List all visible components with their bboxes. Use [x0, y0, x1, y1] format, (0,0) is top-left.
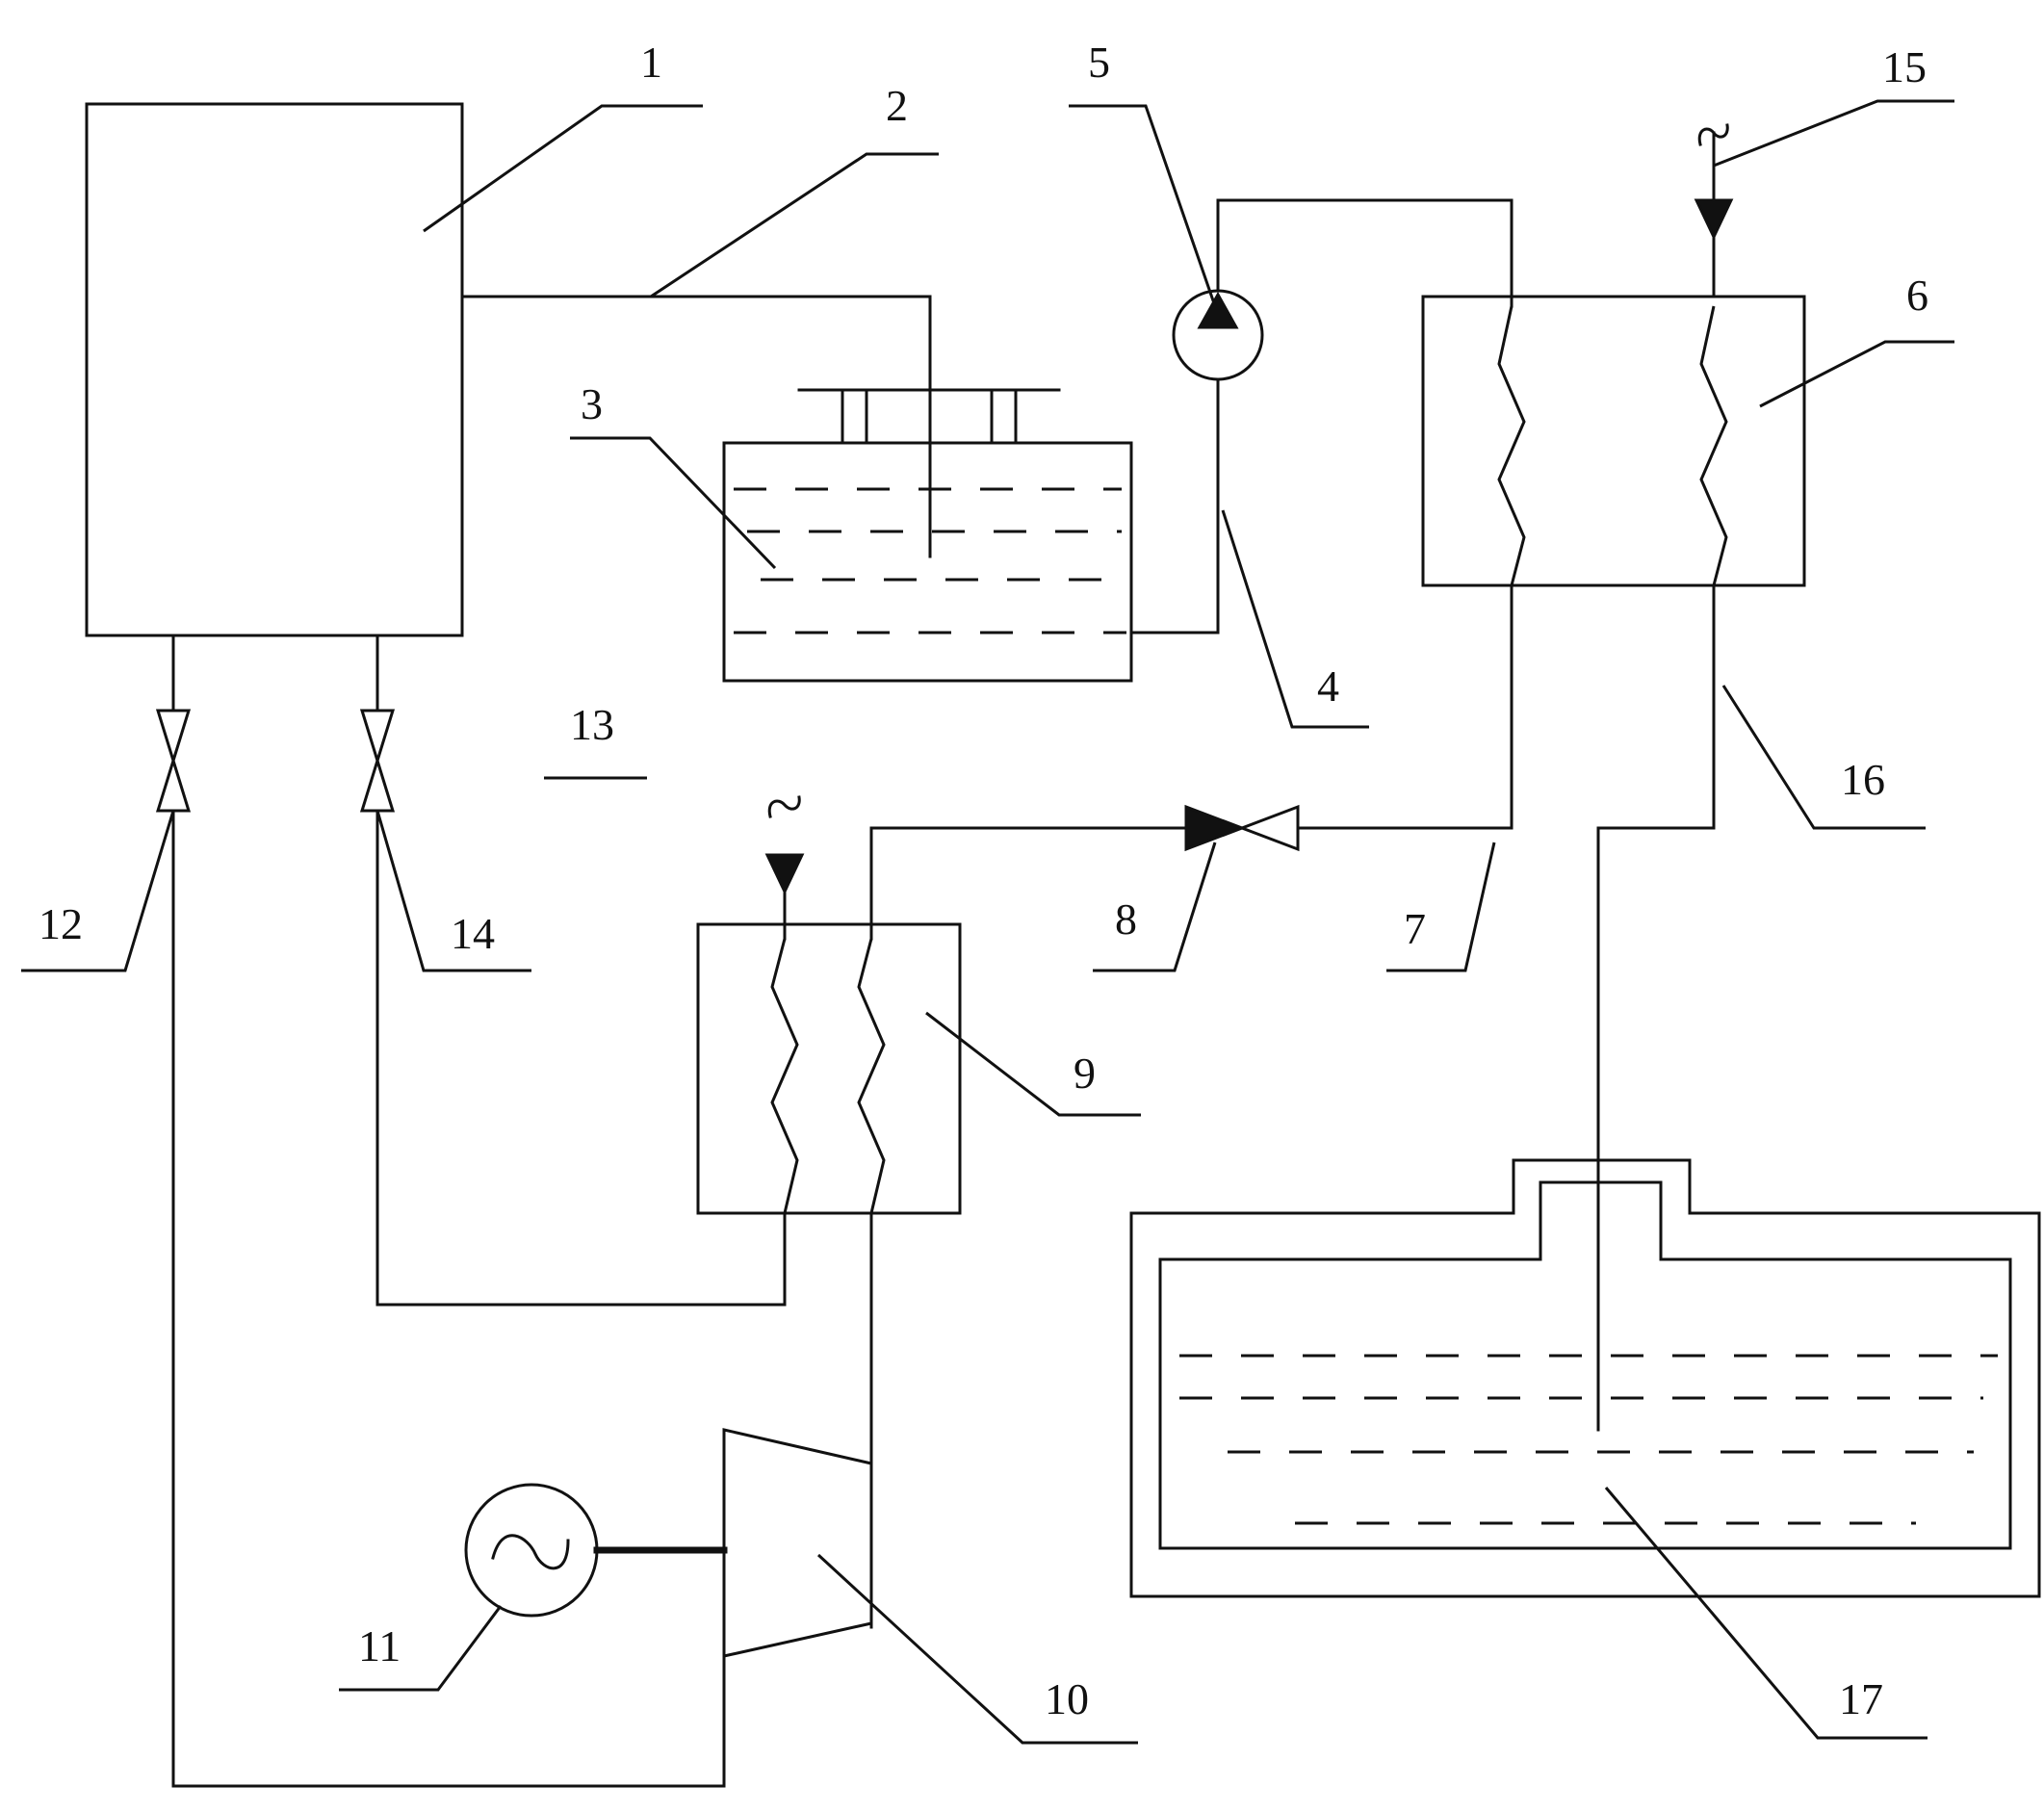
generator-icon	[466, 1485, 724, 1616]
label-3: 3	[581, 379, 603, 428]
inlet-15	[1696, 125, 1731, 297]
main-vessel	[87, 104, 462, 635]
label-7: 7	[1404, 904, 1426, 953]
label-2: 2	[886, 81, 908, 130]
label-8: 8	[1115, 894, 1137, 944]
storage-tank-17	[1131, 1160, 2039, 1596]
pipe-4	[1131, 200, 1512, 633]
label-6: 6	[1906, 271, 1928, 320]
pump-icon	[1174, 291, 1262, 379]
label-15: 15	[1882, 42, 1927, 91]
label-9: 9	[1074, 1049, 1096, 1098]
label-12: 12	[39, 899, 83, 948]
label-5: 5	[1088, 38, 1110, 87]
label-13: 13	[570, 700, 614, 749]
label-4: 4	[1317, 661, 1339, 711]
heat-exchanger-6	[1423, 297, 1804, 585]
label-10: 10	[1045, 1674, 1089, 1723]
pipe-2	[462, 297, 930, 557]
turbine-icon	[724, 1430, 871, 1786]
label-1: 1	[640, 38, 662, 87]
pipe-16	[1598, 585, 1714, 1430]
valve-12	[158, 635, 189, 811]
leader-lines	[21, 101, 1954, 1743]
return-line-14	[377, 811, 785, 1305]
number-labels: 1 2 3 4 5 6 7 8 9 10 11 12 13 14 15 16 1…	[39, 38, 1928, 1723]
label-17: 17	[1839, 1674, 1883, 1723]
valve-icon	[1186, 807, 1298, 849]
valve-14	[362, 635, 393, 811]
heat-exchanger-9	[698, 797, 960, 1213]
label-16: 16	[1841, 755, 1885, 804]
pipe-7	[871, 585, 1512, 939]
label-11: 11	[358, 1621, 401, 1671]
label-14: 14	[451, 909, 495, 958]
return-line-12	[173, 811, 724, 1786]
storage-tank-3	[724, 390, 1131, 681]
